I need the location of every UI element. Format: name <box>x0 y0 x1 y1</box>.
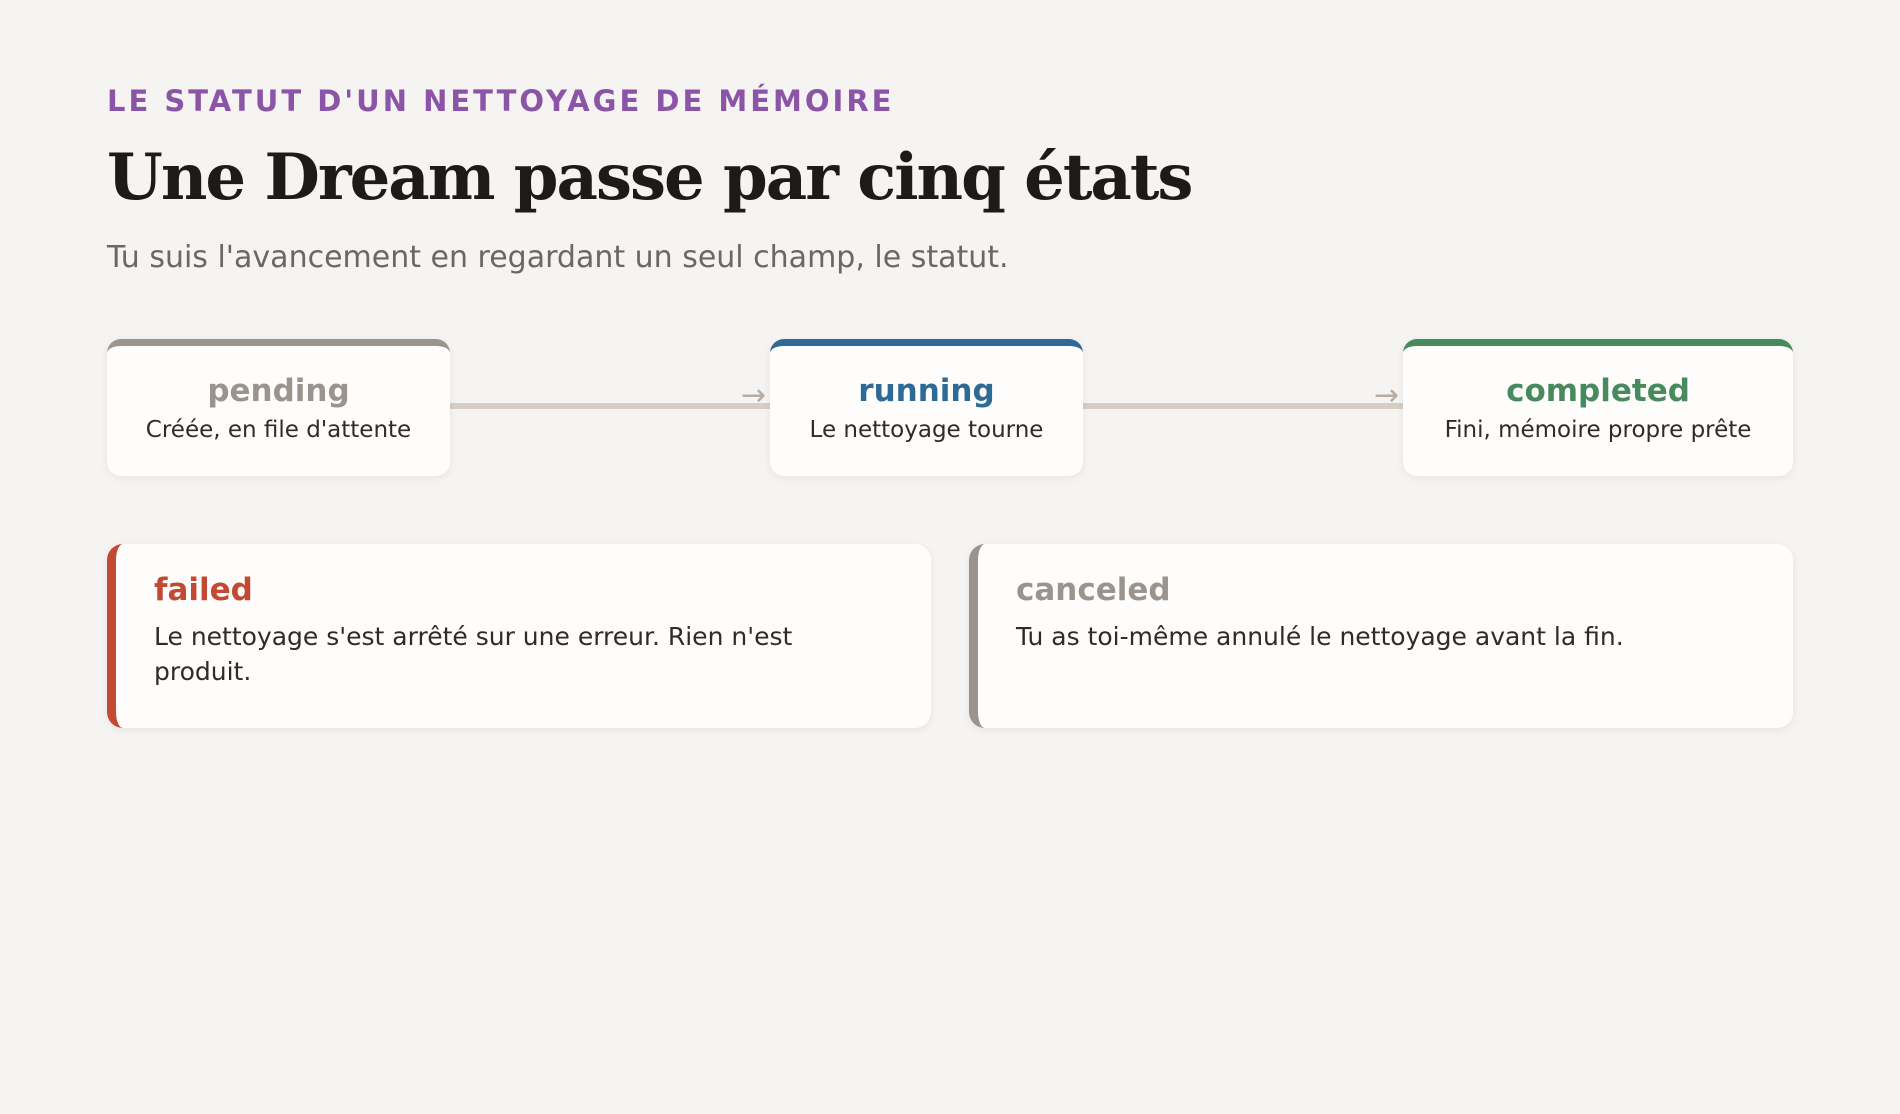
state-description: Créée, en file d'attente <box>145 417 412 443</box>
status-flow: → → pending Créée, en file d'attente run… <box>107 339 1793 476</box>
terminal-state-description: Le nettoyage s'est arrêté sur une erreur… <box>154 622 793 686</box>
state-name: running <box>858 373 995 409</box>
connector-line <box>450 403 770 409</box>
connector-line <box>1083 403 1403 409</box>
eyebrow-label: LE STATUT D'UN NETTOYAGE DE MÉMOIRE <box>107 84 895 118</box>
state-description: Fini, mémoire propre prête <box>1444 417 1752 443</box>
arrow-right-icon: → <box>741 378 767 413</box>
terminal-state-canceled: canceled Tu as toi-même annulé le nettoy… <box>969 544 1793 728</box>
page-title: Une Dream passe par cinq états <box>107 140 1193 215</box>
page-subtitle: Tu suis l'avancement en regardant un seu… <box>107 240 1009 275</box>
state-running: running Le nettoyage tourne <box>770 339 1083 476</box>
state-name: completed <box>1506 373 1690 409</box>
state-name: pending <box>207 373 350 409</box>
state-description: Le nettoyage tourne <box>809 417 1044 443</box>
state-pending: pending Créée, en file d'attente <box>107 339 450 476</box>
arrow-right-icon: → <box>1374 378 1400 413</box>
state-completed: completed Fini, mémoire propre prête <box>1403 339 1793 476</box>
terminal-state-name: failed <box>154 572 253 608</box>
terminal-state-description: Tu as toi-même annulé le nettoyage avant… <box>1016 622 1624 651</box>
terminal-state-name: canceled <box>1016 572 1171 608</box>
terminal-state-failed: failed Le nettoyage s'est arrêté sur une… <box>107 544 931 728</box>
